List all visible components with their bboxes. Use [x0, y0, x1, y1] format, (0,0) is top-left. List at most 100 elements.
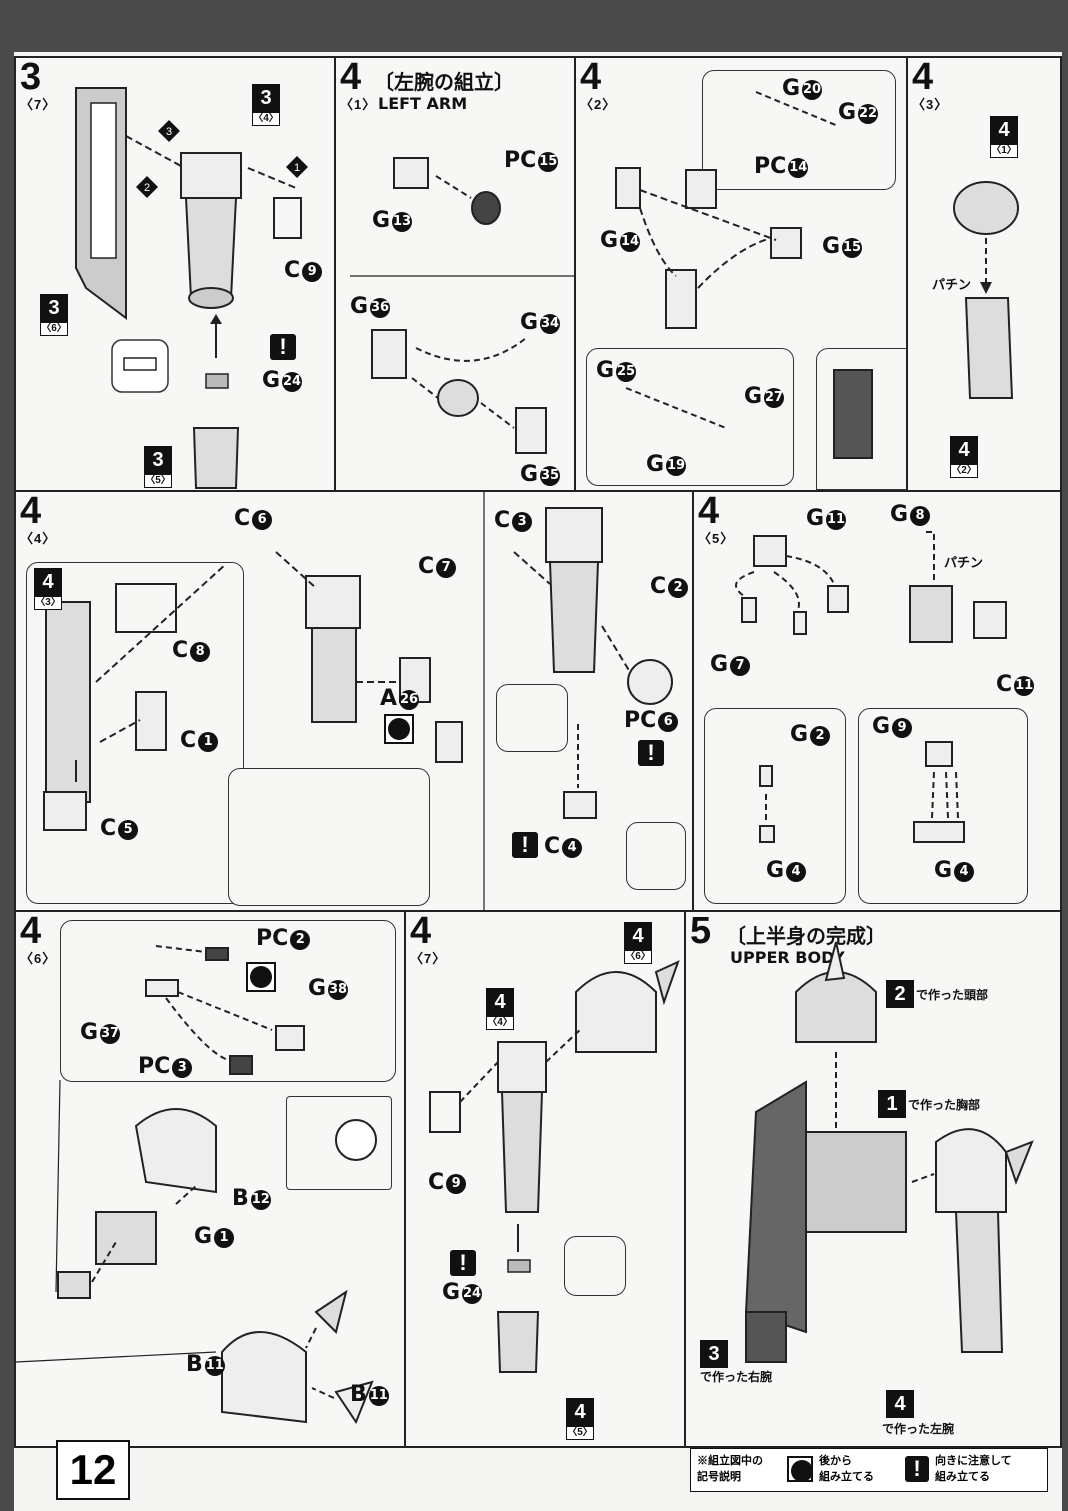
- substep-label: 〈7〉: [410, 951, 447, 966]
- assemble-later-icon: [787, 1456, 813, 1482]
- detail-callout: [626, 822, 686, 890]
- section-title-en: UPPER BODY: [730, 948, 845, 967]
- step-number: 4: [580, 56, 602, 98]
- step-ref-4-5: 4〈5〉: [566, 1398, 594, 1440]
- assembly-illustration: [744, 941, 1034, 1363]
- panel-step-4-4: 4 〈4〉 4〈3〉: [14, 490, 694, 912]
- step-number: 4: [912, 56, 934, 98]
- section-title-jp: 〔上半身の完成〕: [726, 926, 886, 948]
- step-ref-4-2: 4〈2〉: [950, 436, 978, 478]
- step-ref-3-6: 3〈6〉: [40, 294, 68, 336]
- legend-item-assemble-later: 後から 組み立てる: [819, 1455, 874, 1483]
- step-ref-3: 3: [700, 1340, 728, 1368]
- detail-callout: [496, 684, 568, 752]
- substep-label: 〈5〉: [698, 531, 735, 546]
- step-marker-2: 2: [136, 176, 158, 198]
- svg-text:2: 2: [144, 182, 150, 194]
- step-number: 4: [20, 490, 42, 532]
- step-ref-1: 1: [878, 1090, 906, 1118]
- svg-text:3: 3: [166, 126, 172, 138]
- assemble-later-icon: [384, 714, 414, 744]
- step-number: 4: [340, 56, 362, 98]
- assembly-illustration: [16, 945, 377, 1425]
- legend-item-orientation: 向きに注意して 組み立てる: [935, 1455, 1012, 1483]
- step-ref-4-6: 4〈6〉: [624, 922, 652, 964]
- symbol-legend: ※組立図中の 記号説明 後から 組み立てる ! 向きに注意して 組み立てる: [690, 1448, 1048, 1492]
- step-ref-4: 4: [886, 1390, 914, 1418]
- substep-label: 〈3〉: [912, 97, 949, 112]
- detail-callout: [228, 768, 430, 906]
- step-number: 4: [410, 910, 432, 952]
- section-title-jp: 〔左腕の組立〕: [374, 72, 514, 94]
- step-ref-3-4: 3〈4〉: [252, 84, 280, 126]
- note-right-arm: で作った右腕: [700, 1370, 773, 1384]
- orientation-warning-icon: !: [905, 1456, 929, 1482]
- step-ref-2: 2: [886, 980, 914, 1008]
- step-number: 5: [690, 910, 712, 952]
- step-ref-4-1: 4〈1〉: [990, 116, 1018, 158]
- substep-label: 〈2〉: [580, 97, 617, 112]
- step-ref-3-5: 3〈5〉: [144, 446, 172, 488]
- section-title-en: LEFT ARM: [378, 94, 468, 113]
- step-marker-1: 1: [286, 156, 308, 178]
- assembly-illustration: [735, 531, 1007, 843]
- note-chest: で作った胸部: [908, 1098, 981, 1112]
- page-number: 12: [56, 1440, 130, 1500]
- legend-title: ※組立図中の 記号説明: [697, 1455, 763, 1483]
- assembly-illustration: [75, 87, 302, 489]
- substep-label: 〈4〉: [20, 531, 57, 546]
- step-marker-3: 3: [158, 120, 180, 142]
- substep-label: 〈7〉: [20, 97, 57, 112]
- step-number: 3: [20, 56, 42, 98]
- assembly-illustration: [615, 91, 873, 459]
- detail-callout: [858, 708, 1028, 904]
- assembly-illustration: [429, 960, 680, 1373]
- orientation-warning-icon: !: [512, 832, 538, 858]
- detail-callout: [564, 1236, 626, 1296]
- substep-label: 〈1〉: [340, 97, 377, 112]
- orientation-warning-icon: !: [450, 1250, 476, 1276]
- assemble-later-icon: [246, 962, 276, 992]
- orientation-warning-icon: !: [270, 334, 296, 360]
- click-sound-label: パチン: [932, 277, 972, 292]
- note-left-arm: で作った左腕: [882, 1422, 955, 1436]
- svg-text:1: 1: [294, 162, 300, 174]
- orientation-warning-icon: !: [638, 740, 664, 766]
